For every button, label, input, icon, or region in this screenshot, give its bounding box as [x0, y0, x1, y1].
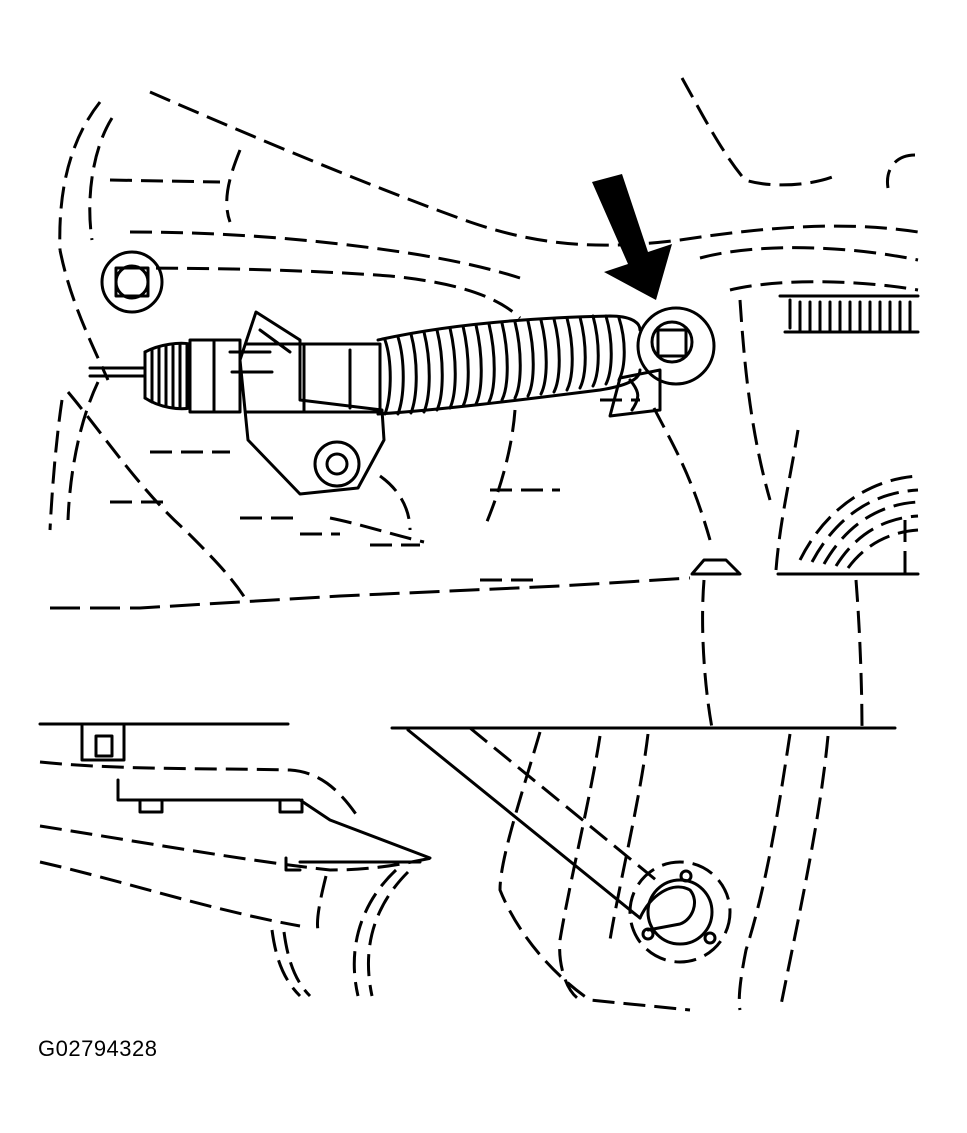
eye-end-fastener	[608, 306, 716, 418]
lower-frame-outline	[38, 722, 897, 998]
threaded-end	[143, 341, 192, 411]
cable-assembly	[88, 306, 716, 496]
right-crossmember	[778, 294, 920, 334]
arrow-down-left-icon	[592, 174, 672, 300]
figure-code: G02794328	[38, 1036, 158, 1061]
mid-frame-outline	[48, 381, 712, 610]
lower-round-mount	[628, 860, 732, 964]
upper-left-bolt	[100, 250, 164, 314]
lower-control-arm	[406, 726, 830, 1012]
mount-stud	[690, 558, 742, 729]
upper-frame-outline	[58, 77, 919, 381]
right-tube-member	[738, 299, 920, 729]
